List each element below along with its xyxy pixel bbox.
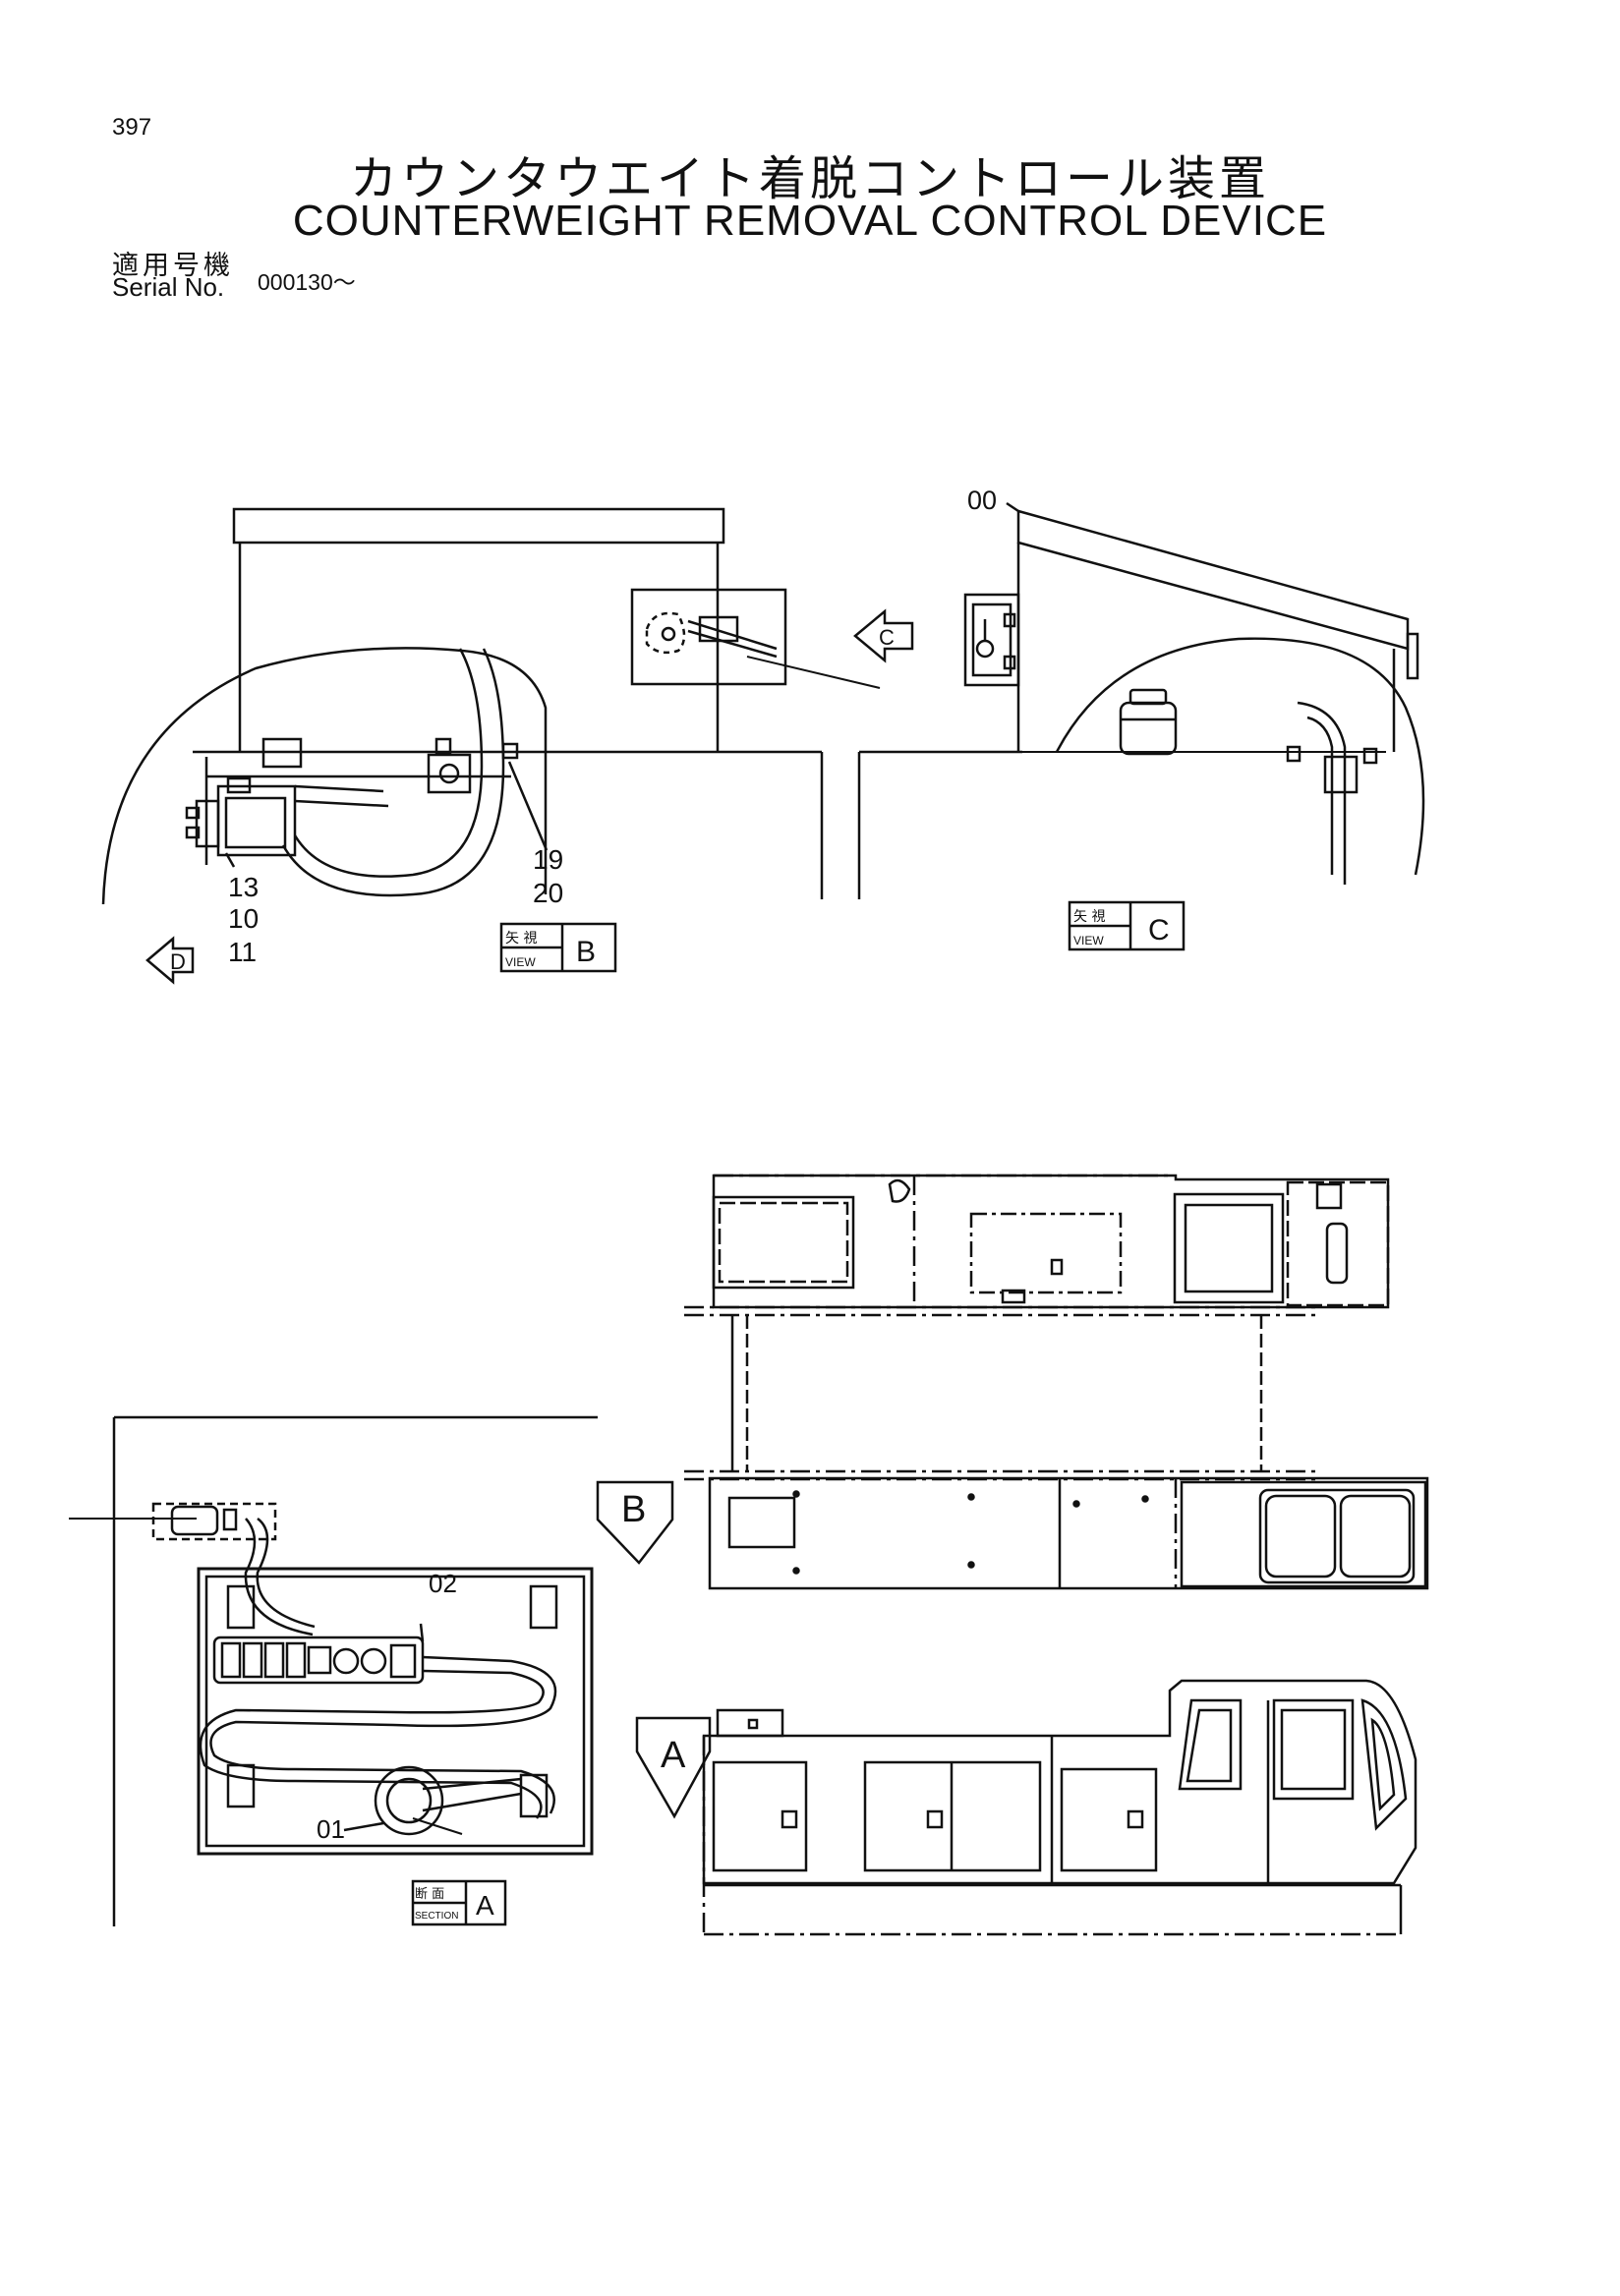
serial-label-japanese: 適用号機 xyxy=(112,251,234,281)
callout-13: 13 xyxy=(228,872,259,902)
view-b-letter: B xyxy=(576,936,596,968)
arrow-c-letter: C xyxy=(879,625,895,650)
serial-number-value: 000130～ xyxy=(258,269,356,295)
section-a-jp-label: 断 面 xyxy=(415,1887,444,1902)
view-c-jp-label: 矢 視 xyxy=(1073,909,1105,925)
view-b-en-label: VIEW xyxy=(505,955,536,969)
callout-20: 20 xyxy=(533,878,563,908)
callout-11: 11 xyxy=(228,937,257,967)
view-b-jp-label: 矢 視 xyxy=(505,931,537,947)
arrow-a-letter: A xyxy=(661,1735,686,1776)
side-view xyxy=(702,1679,1418,1936)
callout-02: 02 xyxy=(429,1569,457,1598)
callout-01: 01 xyxy=(317,1814,345,1844)
callout-19: 19 xyxy=(533,844,563,875)
arrow-d-letter: D xyxy=(170,949,186,974)
plan-view-middle xyxy=(708,1476,1429,1590)
section-a-en-label: SECTION xyxy=(415,1911,458,1922)
view-c-en-label: VIEW xyxy=(1073,934,1104,947)
arrow-b-letter: B xyxy=(621,1489,646,1530)
title-japanese: カウンタウエイト着脱コントロール装置 xyxy=(349,151,1270,206)
page-number: 397 xyxy=(112,114,152,141)
callout-10: 10 xyxy=(228,903,259,934)
callout-00: 00 xyxy=(967,486,997,515)
view-c-letter: C xyxy=(1148,914,1170,947)
section-a-letter: A xyxy=(476,1890,494,1921)
title-english: COUNTERWEIGHT REMOVAL CONTROL DEVICE xyxy=(292,197,1328,245)
plan-view-top xyxy=(684,1174,1390,1481)
section-a-drawing xyxy=(69,1415,712,1926)
view-b-drawing xyxy=(101,507,914,985)
serial-label-english: Serial No. xyxy=(112,272,225,302)
view-c-drawing xyxy=(857,501,1425,951)
